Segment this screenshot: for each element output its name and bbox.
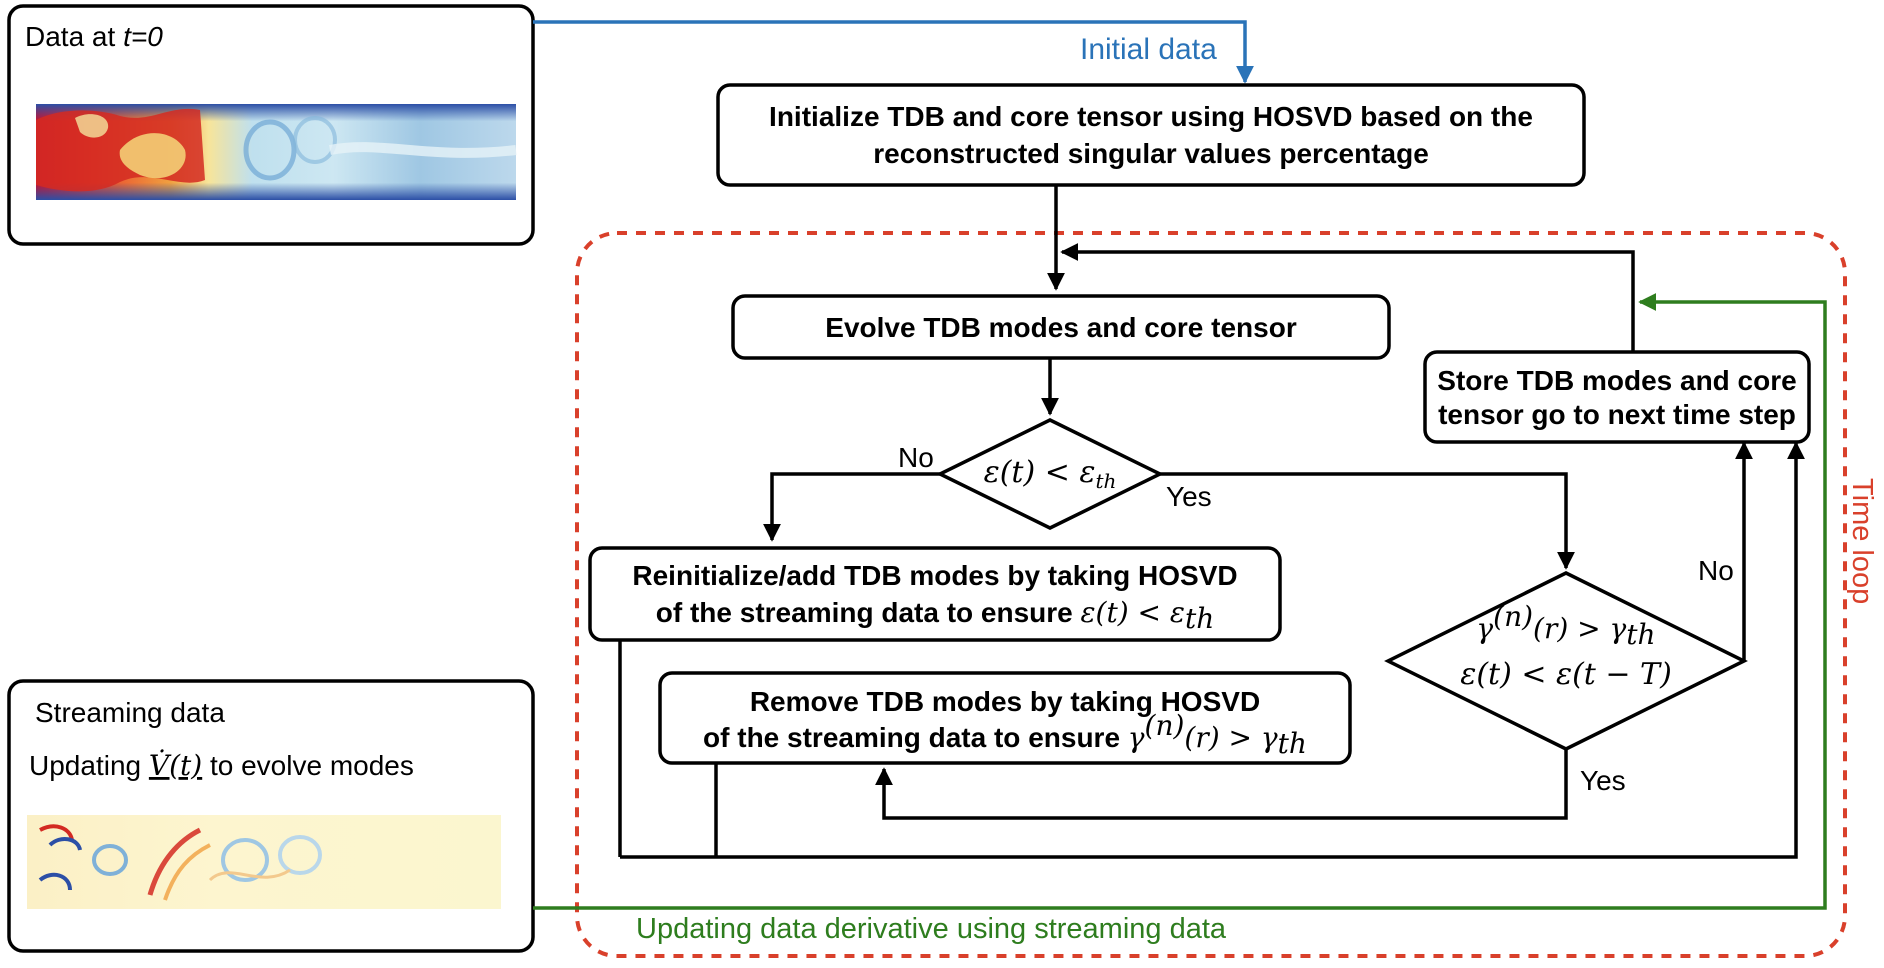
gamma-check-condition-line2: ε(t) < ε(t − T) (1460, 657, 1672, 692)
arrow-gamma-yes-to-remove (875, 749, 1568, 820)
initialize-box (716, 83, 1586, 187)
error-check-diamond (936, 418, 1164, 530)
gamma-no-label: No (1698, 555, 1734, 586)
store-box-line1: Store TDB modes and core (1437, 365, 1796, 396)
initialize-box-line2: reconstructed singular values percentage (873, 138, 1429, 169)
arrow-collector-to-store (620, 441, 1805, 859)
error-no-label: No (898, 442, 934, 473)
reinitialize-box (588, 546, 1282, 642)
reinitialize-box-line1: Reinitialize/add TDB modes by taking HOS… (632, 560, 1237, 591)
streaming-data-arrow (533, 293, 1827, 910)
error-check-condition: ε(t) < εth (984, 455, 1117, 493)
evolve-box-label: Evolve TDB modes and core tensor (825, 312, 1297, 343)
time-loop-boundary (575, 231, 1847, 958)
error-yes-label: Yes (1166, 481, 1212, 512)
streaming-data-title: Streaming data (35, 697, 225, 728)
streaming-flow-field-image (27, 815, 501, 909)
remove-box (658, 671, 1352, 765)
remove-box-line2: of the streaming data to ensure γ(n)(r) … (703, 709, 1307, 760)
gamma-yes-label: Yes (1580, 765, 1626, 796)
arrow-store-to-evolve (1060, 243, 1635, 352)
store-box-line2: tensor go to next time step (1438, 399, 1796, 430)
evolve-box (731, 294, 1391, 360)
reinitialize-box-line2: of the streaming data to ensure ε(t) < ε… (656, 596, 1214, 635)
initial-data-arrow (533, 20, 1254, 84)
initial-flow-field-image (36, 104, 517, 200)
time-loop-label: Time loop (1846, 478, 1878, 604)
arrow-error-yes (1160, 472, 1575, 570)
store-box (1423, 350, 1811, 444)
updating-derivative-label: Updating data derivative using streaming… (636, 913, 1227, 945)
initial-data-title: Data at t=0 (25, 21, 163, 52)
initial-data-label: Initial data (1080, 33, 1217, 66)
arrow-error-no (763, 472, 940, 542)
remove-box-line1: Remove TDB modes by taking HOSVD (750, 686, 1260, 717)
streaming-data-updating-text: Updating V̇(t) to evolve modes (29, 749, 414, 782)
initialize-box-line1: Initialize TDB and core tensor using HOS… (769, 101, 1533, 132)
gamma-check-condition-line1: γ(n)(r) > γth (1476, 600, 1655, 651)
